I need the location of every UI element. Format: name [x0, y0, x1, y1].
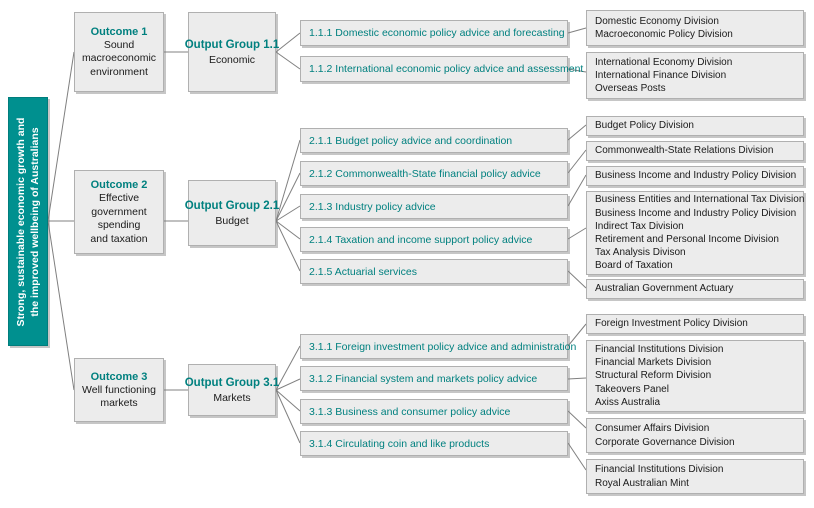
division-item: Business Income and Industry Policy Divi… — [595, 170, 797, 182]
outcome-3-subtitle-line-1: Well functioning — [82, 383, 156, 396]
division-item: Royal Australian Mint — [595, 477, 689, 489]
division-item: Budget Policy Division — [595, 120, 694, 132]
outcome-2-subtitle-line-1: Effective — [98, 192, 140, 204]
division-item: Foreign Investment Policy Division — [595, 318, 748, 330]
output-2-1-3-label: 2.1.3 Industry policy advice — [309, 200, 436, 213]
division-item: Financial Institutions Division — [595, 464, 724, 476]
division-item: Financial Markets Division — [595, 357, 712, 369]
outcome-1-box[interactable]: Outcome 1 Sound macroeconomic environmen… — [74, 12, 164, 92]
output-group-2-1-box[interactable]: Output Group 2.1 Budget — [185, 180, 279, 246]
division-item: Overseas Posts — [595, 83, 666, 95]
output-2-1-2-label: 2.1.2 Commonwealth-State financial polic… — [309, 167, 541, 180]
division-item: International Economy Division — [595, 56, 733, 68]
output-group-3-1-title: Output Group 3.1 — [184, 376, 280, 389]
divisions-2-1-5[interactable]: Australian Government Actuary — [586, 279, 804, 299]
output-3-1-2-label: 3.1.2 Financial system and markets polic… — [309, 372, 538, 385]
outcome-1-subtitle-line-3: environment — [90, 65, 148, 78]
divisions-3-1-2[interactable]: Financial Institutions Division Financia… — [586, 340, 804, 412]
output-3-1-1[interactable]: 3.1.1 Foreign investment policy advice a… — [300, 334, 576, 359]
output-1-1-1-label: 1.1.1 Domestic economic policy advice an… — [309, 27, 565, 39]
outcome-1-title: Outcome 1 — [90, 25, 148, 38]
division-item: International Finance Division — [595, 69, 727, 81]
output-3-1-1-label: 3.1.1 Foreign investment policy advice a… — [309, 340, 577, 353]
output-3-1-3-label: 3.1.3 Business and consumer policy advic… — [309, 405, 511, 418]
output-1-1-1[interactable]: 1.1.1 Domestic economic policy advice an… — [300, 20, 568, 46]
output-1-1-2[interactable]: 1.1.2 International economic policy advi… — [300, 56, 583, 82]
divisions-2-1-1[interactable]: Budget Policy Division — [586, 116, 804, 136]
divisions-1-1-2[interactable]: International Economy Division Internati… — [586, 52, 804, 99]
division-item: Commonwealth-State Relations Division — [595, 145, 774, 157]
divisions-2-1-2[interactable]: Commonwealth-State Relations Division — [586, 141, 804, 161]
output-group-3-1-subtitle: Markets — [213, 391, 251, 404]
output-group-2-1-subtitle: Budget — [215, 214, 249, 227]
division-item: Business Entities and International Tax … — [595, 194, 805, 206]
divisions-3-1-3[interactable]: Consumer Affairs Division Corporate Gove… — [586, 418, 804, 453]
outcome-3-subtitle-line-2: markets — [100, 397, 138, 409]
outcome-2-box[interactable]: Outcome 2 Effective government spending … — [74, 170, 164, 254]
division-item: Takeovers Panel — [595, 383, 669, 395]
output-group-1-1-subtitle: Economic — [208, 53, 256, 66]
output-2-1-1[interactable]: 2.1.1 Budget policy advice and coordinat… — [300, 128, 568, 153]
division-item: Tax Analysis Divison — [595, 247, 686, 259]
output-3-1-3[interactable]: 3.1.3 Business and consumer policy advic… — [300, 399, 568, 424]
division-item: Board of Taxation — [595, 260, 673, 272]
outcome-1-subtitle-line-2: macroeconomic — [81, 52, 157, 65]
division-item: Retirement and Personal Income Division — [595, 234, 779, 245]
division-item: Financial Institutions Division — [595, 344, 724, 355]
divisions-1-1-1[interactable]: Domestic Economy Division Macroeconomic … — [586, 10, 804, 46]
output-2-1-3[interactable]: 2.1.3 Industry policy advice — [300, 194, 568, 219]
division-item: Australian Government Actuary — [595, 283, 734, 295]
outcome-3-title: Outcome 3 — [90, 370, 148, 383]
output-1-1-2-label: 1.1.2 International economic policy advi… — [309, 63, 584, 75]
division-item: Business Income and Industry Policy Divi… — [595, 207, 797, 219]
outcome-banner: Strong, sustainable economic growth and … — [8, 97, 48, 346]
output-2-1-4[interactable]: 2.1.4 Taxation and income support policy… — [300, 227, 568, 252]
division-item: Structural Reform Division — [595, 370, 712, 382]
outcome-3-box[interactable]: Outcome 3 Well functioning markets — [74, 358, 164, 422]
division-item: Macroeconomic Policy Division — [595, 29, 733, 40]
outcome-banner-line-1: Strong, sustainable economic growth and — [15, 117, 27, 326]
output-group-2-1-title: Output Group 2.1 — [184, 199, 280, 212]
division-item: Indirect Tax Division — [595, 220, 684, 232]
output-2-1-1-label: 2.1.1 Budget policy advice and coordinat… — [309, 134, 513, 147]
division-item: Domestic Economy Division — [595, 15, 719, 27]
outcome-2-title: Outcome 2 — [90, 179, 148, 191]
division-item: Corporate Governance Division — [595, 436, 735, 448]
outcome-2-subtitle-line-2: government — [91, 205, 147, 218]
output-3-1-4-label: 3.1.4 Circulating coin and like products — [309, 437, 490, 450]
output-group-1-1-title: Output Group 1.1 — [184, 38, 280, 51]
outcome-2-subtitle-line-3: spending — [97, 219, 141, 231]
divisions-3-1-4[interactable]: Financial Institutions Division Royal Au… — [586, 459, 804, 494]
outcome-banner-line-2: the improved wellbeing of Australians — [29, 126, 41, 317]
outcome-1-subtitle-line-1: Sound — [103, 38, 135, 51]
output-group-3-1-box[interactable]: Output Group 3.1 Markets — [185, 364, 279, 416]
outcome-banner-text: Strong, sustainable economic growth and … — [14, 98, 42, 345]
divisions-2-1-3[interactable]: Business Income and Industry Policy Divi… — [586, 166, 804, 186]
output-group-1-1-box[interactable]: Output Group 1.1 Economic — [185, 12, 279, 92]
division-item: Consumer Affairs Division — [595, 423, 710, 435]
output-3-1-2[interactable]: 3.1.2 Financial system and markets polic… — [300, 366, 568, 391]
divisions-3-1-1[interactable]: Foreign Investment Policy Division — [586, 314, 804, 334]
outcome-2-subtitle-line-4: and taxation — [90, 232, 148, 245]
output-2-1-5[interactable]: 2.1.5 Actuarial services — [300, 259, 568, 284]
output-3-1-4[interactable]: 3.1.4 Circulating coin and like products — [300, 431, 568, 456]
division-item: Axiss Australia — [595, 396, 661, 408]
output-2-1-2[interactable]: 2.1.2 Commonwealth-State financial polic… — [300, 161, 568, 186]
output-2-1-4-label: 2.1.4 Taxation and income support policy… — [309, 233, 533, 246]
divisions-2-1-4[interactable]: Business Entities and International Tax … — [586, 191, 804, 275]
output-2-1-5-label: 2.1.5 Actuarial services — [309, 265, 417, 278]
